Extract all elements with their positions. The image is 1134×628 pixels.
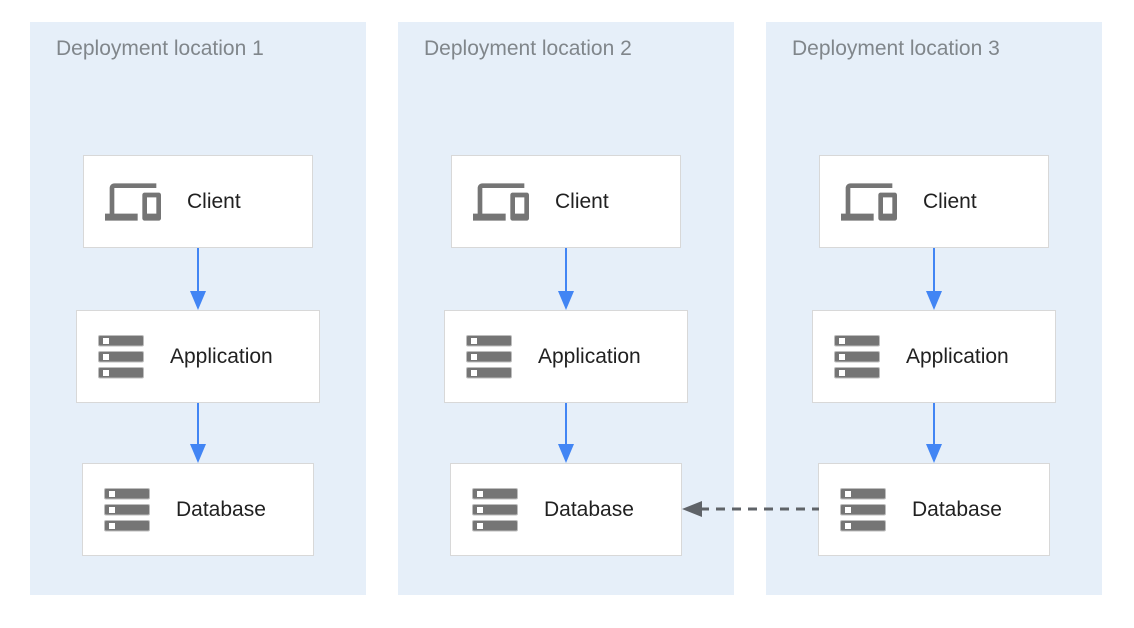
storage-icon xyxy=(466,334,512,378)
flow-arrow xyxy=(190,248,206,310)
node-label: Application xyxy=(906,344,1009,368)
panel-title: Deployment location 2 xyxy=(424,37,632,60)
node-label: Application xyxy=(538,344,641,368)
node-label: Client xyxy=(555,189,609,213)
flow-arrow xyxy=(558,403,574,463)
application-node: Application xyxy=(444,310,688,403)
replication-dashed-arrow xyxy=(682,501,819,517)
storage-icon xyxy=(840,487,886,531)
node-label: Client xyxy=(187,189,241,213)
flow-arrow xyxy=(926,403,942,463)
client-node: Client xyxy=(819,155,1049,248)
node-label: Client xyxy=(923,189,977,213)
deployment-location-3-panel: Deployment location 3 Client xyxy=(766,22,1102,595)
flow-arrow xyxy=(926,248,942,310)
application-node: Application xyxy=(812,310,1056,403)
panel-title: Deployment location 3 xyxy=(792,37,1000,60)
database-node: Database xyxy=(82,463,314,556)
storage-icon xyxy=(104,487,150,531)
storage-icon xyxy=(98,334,144,378)
devices-icon xyxy=(105,182,161,221)
node-label: Database xyxy=(176,497,266,521)
node-label: Database xyxy=(912,497,1002,521)
database-node: Database xyxy=(450,463,682,556)
flow-arrow xyxy=(190,403,206,463)
flow-arrow xyxy=(558,248,574,310)
client-node: Client xyxy=(451,155,681,248)
deployment-location-2-panel: Deployment location 2 Client xyxy=(398,22,734,595)
storage-icon xyxy=(472,487,518,531)
devices-icon xyxy=(841,182,897,221)
node-label: Application xyxy=(170,344,273,368)
client-node: Client xyxy=(83,155,313,248)
storage-icon xyxy=(834,334,880,378)
devices-icon xyxy=(473,182,529,221)
database-node: Database xyxy=(818,463,1050,556)
application-node: Application xyxy=(76,310,320,403)
deployment-location-1-panel: Deployment location 1 Client xyxy=(30,22,366,595)
node-label: Database xyxy=(544,497,634,521)
panel-title: Deployment location 1 xyxy=(56,37,264,60)
